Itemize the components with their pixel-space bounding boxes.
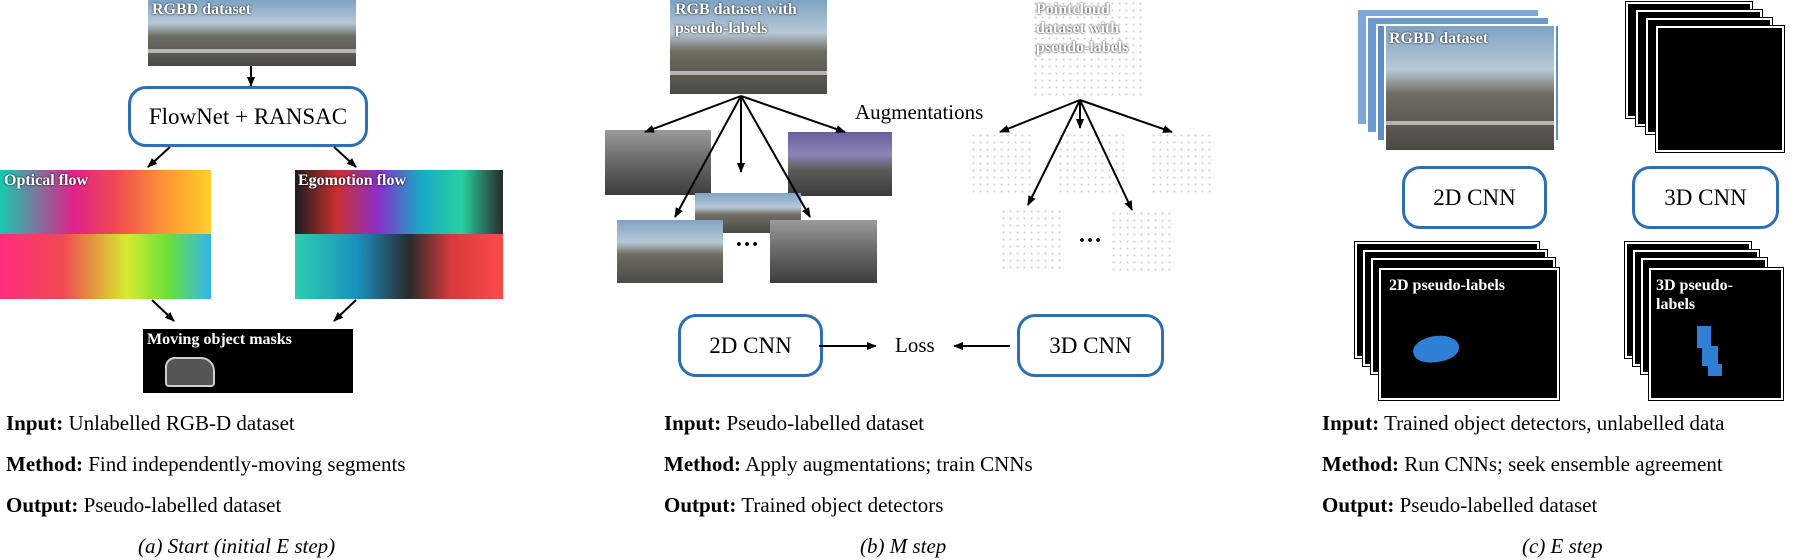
augmented-pointcloud-4 [1000, 208, 1064, 272]
arrow-rgb-aug-1 [644, 95, 742, 133]
pl3d-blob-3 [1708, 364, 1722, 376]
pointcloud-augmentations-ellipsis: … [1078, 222, 1102, 248]
pl2d-stack-front [1379, 268, 1559, 400]
panel-b-input: Input: Pseudo-labelled dataset [664, 411, 925, 435]
mask-car-shape [165, 357, 215, 387]
rgb-pseudo-label-caption: RGB dataset with pseudo-labels [675, 1, 797, 37]
pl3d-blob-1 [1697, 326, 1711, 348]
augmented-image-5 [770, 220, 877, 283]
arrow-rgb-aug-5 [740, 95, 846, 133]
pointcloud-stack-front [1656, 26, 1784, 152]
panel-b-subcaption: (b) M step [860, 534, 947, 558]
panel-c-rgbd-caption: RGBD dataset [1389, 30, 1489, 47]
augmented-pointcloud-2 [1057, 132, 1124, 195]
moving-object-masks-image [143, 329, 353, 393]
panel-c-3d-cnn-box: 3D CNN [1632, 166, 1779, 229]
panel-b-2d-cnn-box: 2D CNN [678, 314, 823, 377]
egomotion-flow-image-2 [295, 234, 503, 299]
egomotion-flow-caption: Egomotion flow [298, 172, 406, 189]
rgb-pseudo-label-image [670, 0, 827, 94]
panel-a-input: Input: Unlabelled RGB-D dataset [6, 411, 295, 435]
arrow-pc-aug-1 [999, 99, 1081, 133]
panel-c-subcaption: (c) E step [1522, 534, 1603, 558]
augmented-image-2 [788, 132, 892, 196]
augmented-image-1 [605, 130, 711, 195]
arrow-pc-aug-5 [1079, 99, 1173, 133]
panel-c-2d-pseudo-labels-caption: 2D pseudo-labels [1389, 277, 1506, 294]
panel-c-method: Method: Run CNNs; seek ensemble agreemen… [1322, 452, 1723, 476]
panel-a-method: Method: Find independently-moving segmen… [6, 452, 406, 476]
optical-flow-image-1 [0, 170, 211, 234]
rgbd-stack-front-image [1384, 24, 1556, 152]
panel-c-output: Output: Pseudo-labelled dataset [1322, 493, 1598, 517]
pointcloud-pseudo-label-caption: Pointcloud dataset with pseudo-labels [1036, 1, 1129, 56]
augmented-pointcloud-5 [1110, 210, 1174, 274]
panel-b-3d-cnn-box: 3D CNN [1017, 314, 1164, 377]
panel-b-output: Output: Trained object detectors [664, 493, 944, 517]
augmentations-label: Augmentations [855, 100, 984, 124]
panel-c-3d-pseudo-labels-caption: 3D pseudo-labels [1656, 277, 1733, 313]
arrow-flownet-to-optical [147, 146, 171, 168]
optical-flow-caption: Optical flow [4, 172, 88, 189]
augmented-pointcloud-3 [1150, 132, 1214, 195]
moving-object-masks-caption: Moving object masks [147, 331, 292, 348]
arrow-egomotion-to-masks [333, 299, 357, 322]
pl3d-stack-front [1649, 268, 1783, 400]
panel-a-subcaption: (a) Start (initial E step) [138, 534, 336, 558]
loss-label: Loss [895, 333, 935, 357]
rgbd-dataset-image [148, 0, 356, 66]
panel-b-method: Method: Apply augmentations; train CNNs [664, 452, 1033, 476]
augmented-image-4 [617, 220, 723, 283]
panel-a-output: Output: Pseudo-labelled dataset [6, 493, 282, 517]
panel-c-input: Input: Trained object detectors, unlabel… [1322, 411, 1725, 435]
augmented-pointcloud-1 [970, 132, 1033, 195]
pl3d-blob-2 [1702, 346, 1718, 366]
rgbd-dataset-caption: RGBD dataset [152, 1, 252, 18]
panel-c-2d-cnn-box: 2D CNN [1402, 166, 1547, 229]
optical-flow-image-2 [0, 234, 211, 299]
pointcloud-pseudo-label-image [1032, 0, 1146, 100]
flownet-ransac-box: FlowNet + RANSAC [128, 86, 368, 147]
arrow-optical-to-masks [151, 299, 175, 322]
rgb-augmentations-ellipsis: … [735, 226, 759, 252]
arrow-flownet-to-egomotion [333, 146, 357, 168]
egomotion-flow-image-1 [295, 170, 503, 234]
